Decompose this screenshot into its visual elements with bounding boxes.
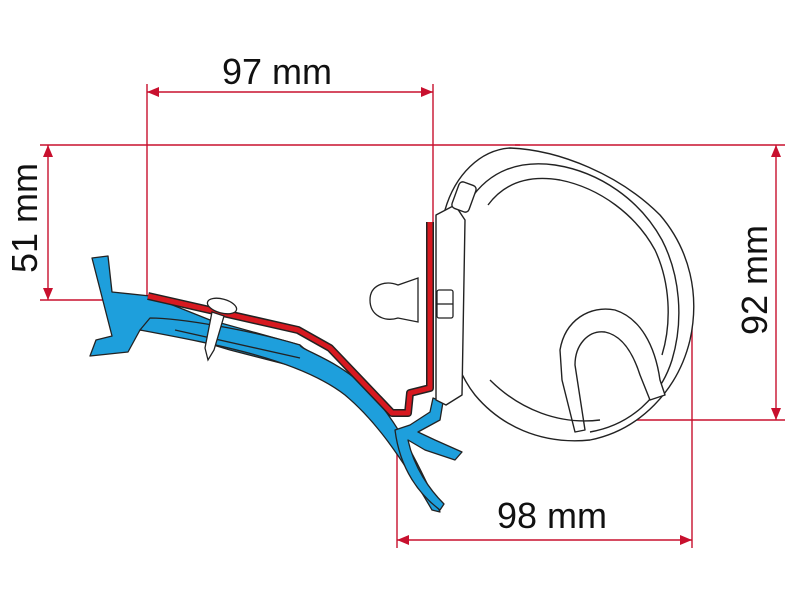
vehicle-rail [89,255,463,513]
rail-curve [139,317,441,513]
fixing-screw [204,297,238,362]
arrow-left-bottom [43,288,53,300]
arrow-top-right [421,87,433,97]
cassette-top-tab [451,181,477,213]
end-stop [369,277,454,323]
arrow-bottom-left [397,535,409,545]
cassette-roll-line [489,379,601,422]
adapter-bracket [147,222,434,417]
arrow-left-top [43,145,53,157]
dimension-lines [40,84,785,548]
cassette-slot [559,308,666,433]
arrow-top-left [147,87,159,97]
dim-label-left-height: 51 mm [4,162,45,274]
cassette-inner-shell [487,177,669,356]
screw-shaft [204,311,225,362]
arrow-right-top [771,145,781,157]
dim-label-right-height: 92 mm [734,224,775,336]
dimension-arrowheads [43,87,781,545]
rail-hook-profile [394,397,463,511]
arrow-bottom-right [680,535,692,545]
cassette-outer-shell [441,147,695,442]
dim-label-bottom-width: 98 mm [497,495,608,536]
bracket-strip-fill [147,222,433,416]
arrow-right-bottom [771,408,781,420]
screw-head [206,297,238,315]
dim-label-top-width: 97 mm [222,51,333,92]
rubber-stopper [369,277,419,323]
awning-cassette [435,147,695,442]
rail-inner-edge [174,329,301,359]
